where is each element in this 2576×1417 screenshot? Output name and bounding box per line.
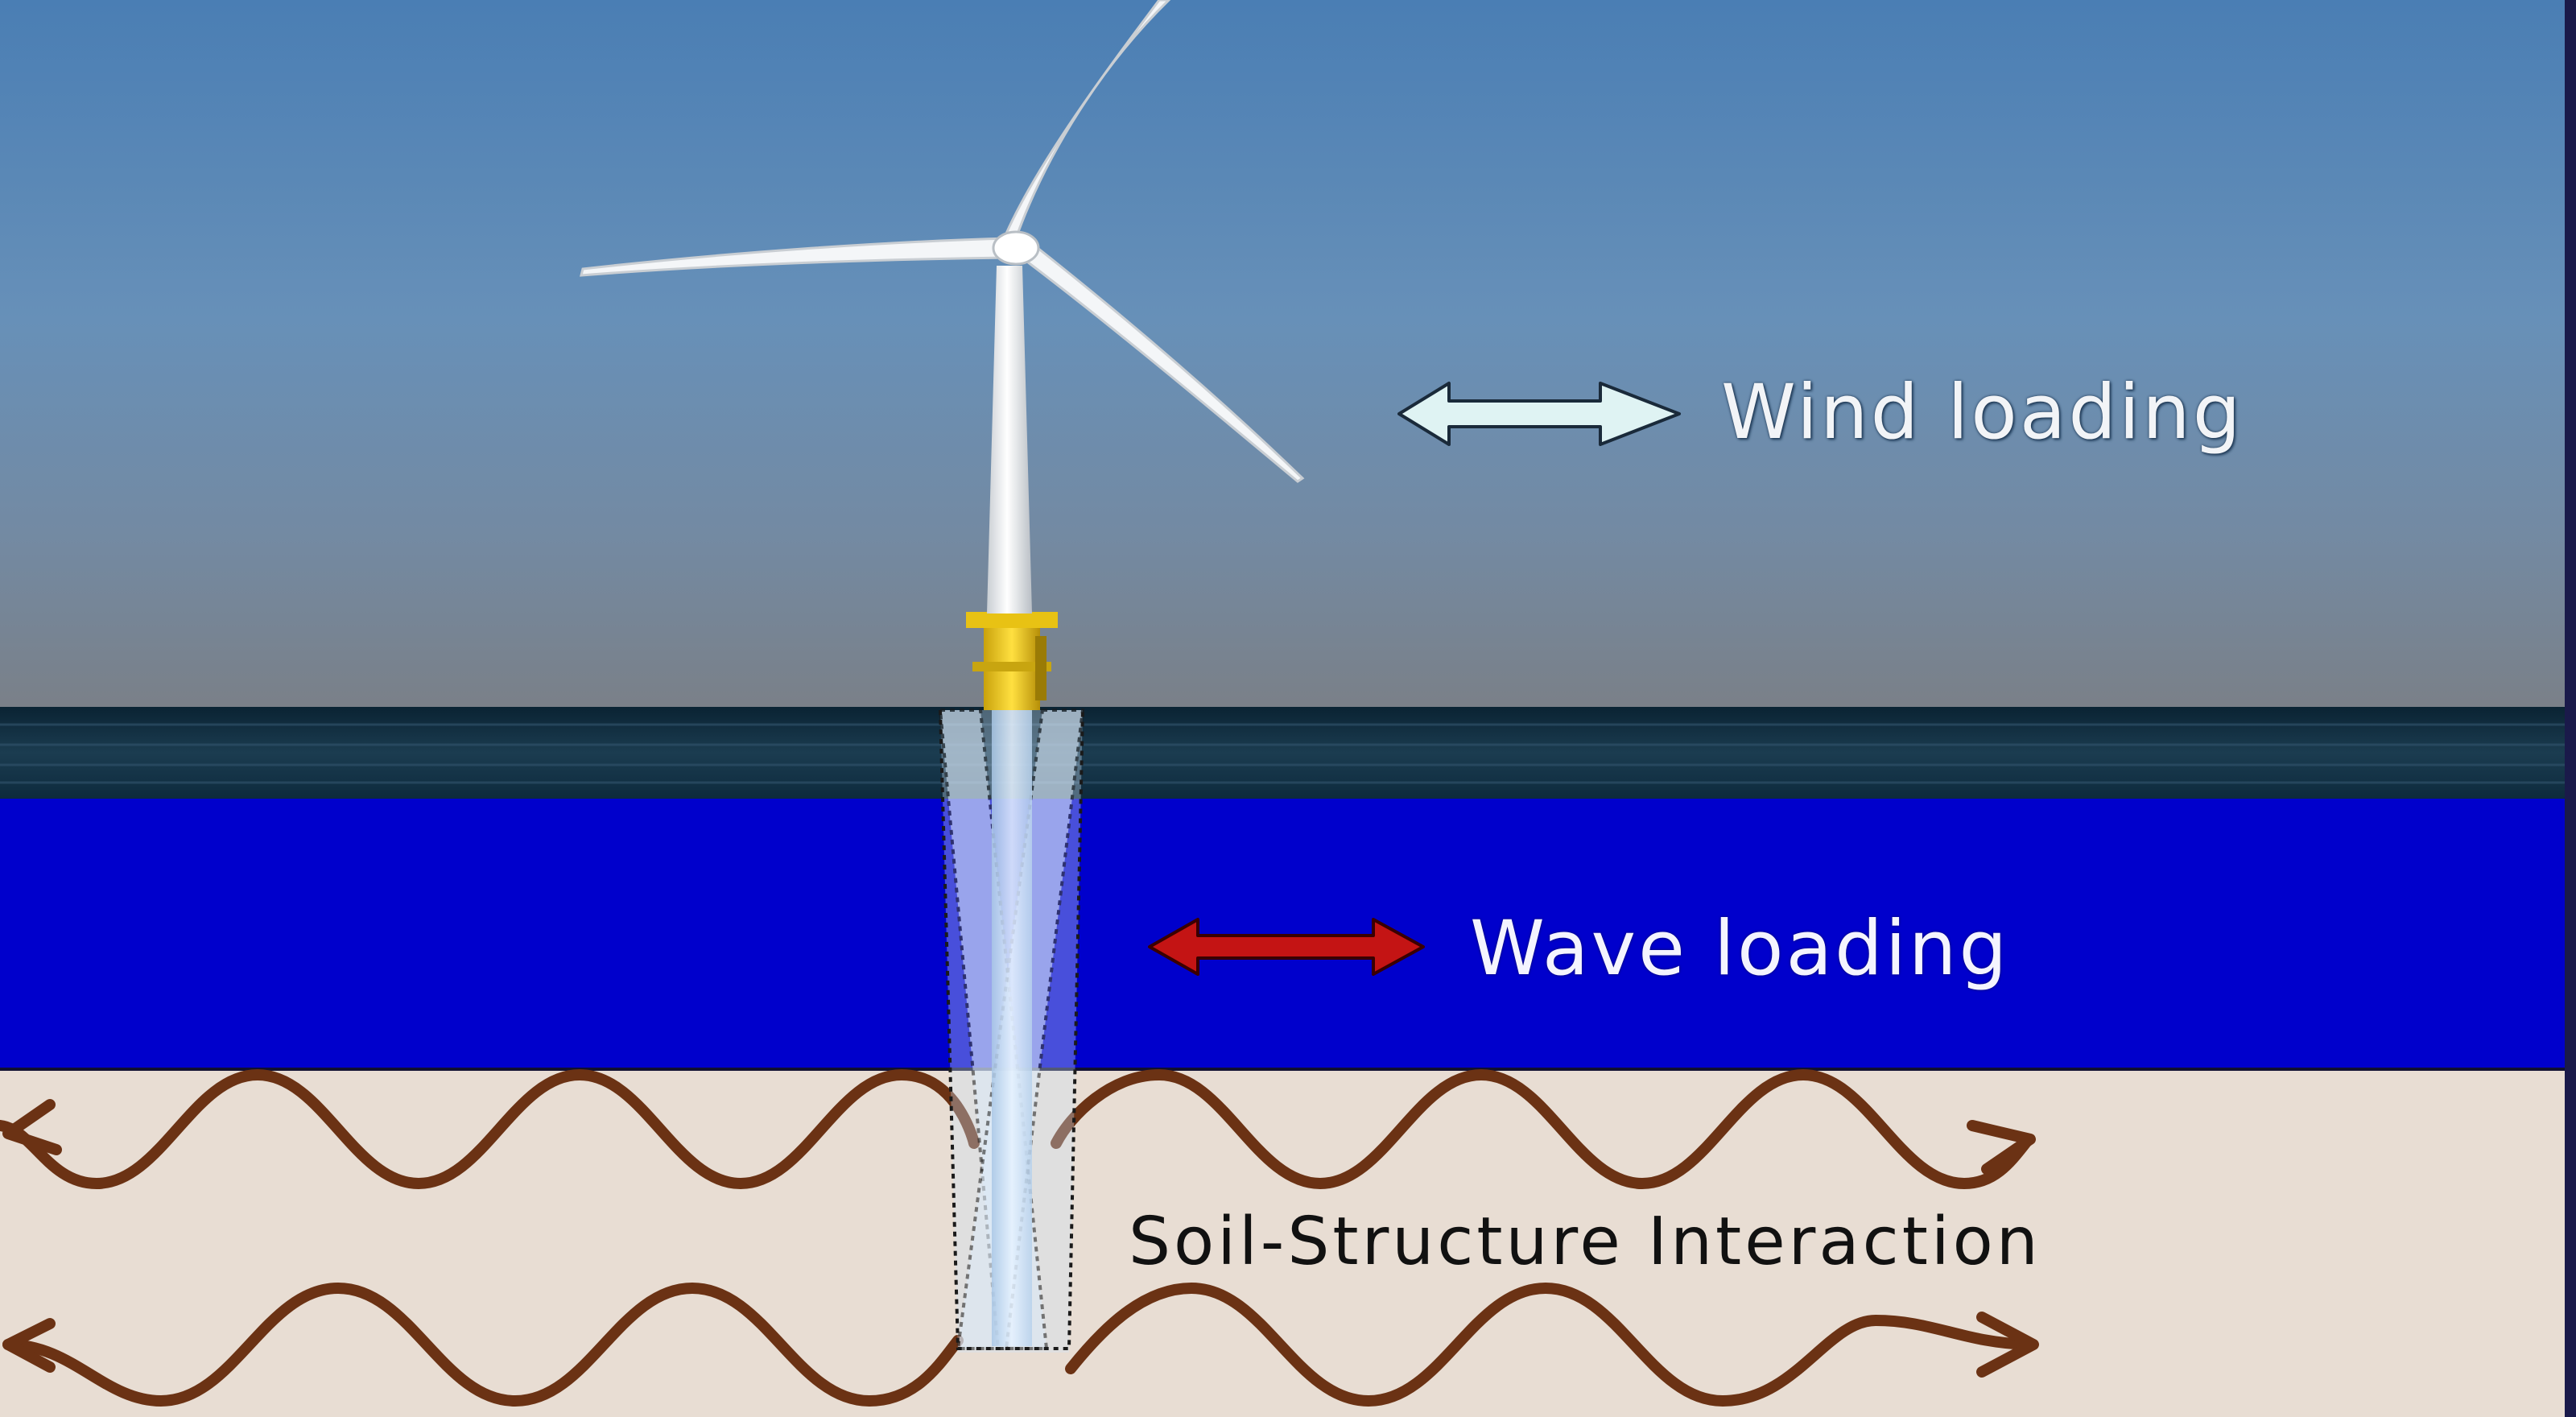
soil-wave-lower-arrowheads (2, 1312, 2039, 1378)
right-edge-strip (2565, 0, 2576, 1417)
soil-wave-upper-arrowheads (2, 1099, 2036, 1175)
blade-upper (1005, 0, 1171, 241)
pile-body (992, 710, 1032, 1346)
soil-wave-lower (2, 1283, 2034, 1407)
blade-left (580, 237, 1011, 277)
nacelle-hub (992, 230, 1040, 266)
wave-loading-arrow (1148, 918, 1425, 976)
soil-wave-upper (0, 1069, 2034, 1189)
transition-piece (966, 612, 1058, 710)
monopile (938, 708, 1085, 1353)
sea-surface (0, 707, 2576, 799)
pile-outline (939, 709, 1084, 1350)
wind-loading-arrow (1397, 382, 1681, 446)
sea-ripples (0, 723, 2576, 784)
soil-structure-interaction-label: Soil-Structure Interaction (1129, 1204, 2041, 1280)
wave-loading-label: Wave loading (1470, 905, 2010, 993)
turbine-rotor (580, 0, 1305, 483)
sky (0, 0, 2576, 708)
wind-loading-label: Wind loading (1721, 369, 2244, 456)
turbine-tower (987, 266, 1032, 613)
blade-right (1022, 242, 1305, 483)
